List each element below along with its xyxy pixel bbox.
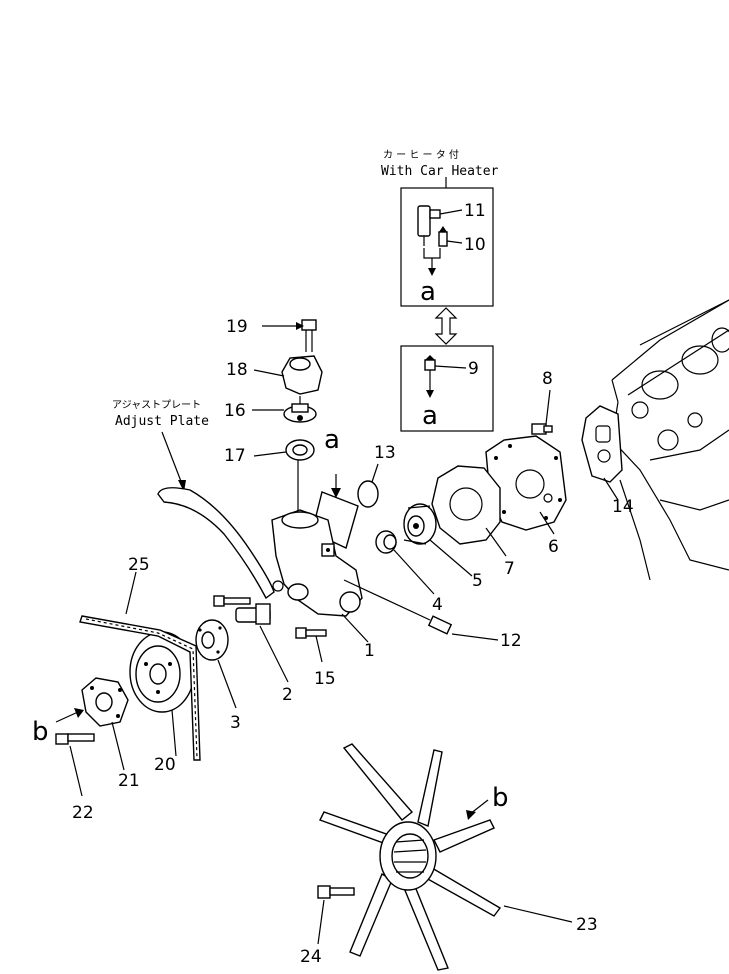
adjust-plate <box>157 487 275 600</box>
pulley-20 <box>129 631 195 713</box>
callout-15: 15 <box>314 669 336 689</box>
ref-b-fan: b <box>492 783 509 813</box>
plate-6 <box>485 435 567 531</box>
heater-valve-11 <box>417 205 441 246</box>
engine-block <box>611 299 729 581</box>
callout-20: 20 <box>154 755 176 775</box>
thermostat-16 <box>283 396 317 423</box>
callout-6: 6 <box>548 537 559 557</box>
fan-23 <box>319 743 502 971</box>
bolt-8 <box>531 423 553 435</box>
plug-9 <box>424 355 436 371</box>
callout-3: 3 <box>230 713 241 733</box>
o-ring-13 <box>357 480 379 508</box>
seal-4 <box>375 530 397 554</box>
water-pump-body-1 <box>271 509 363 617</box>
callout-16: 16 <box>224 401 246 421</box>
ref-b-spacer: b <box>32 717 49 747</box>
callout-8: 8 <box>542 369 553 389</box>
belt-25 <box>79 615 201 761</box>
adjust-plate-jp: アジャストプレート <box>112 399 201 411</box>
sensor-12 <box>427 615 453 635</box>
car-heater-jp: カ ー ヒ ー タ 付 <box>383 148 459 161</box>
impeller-5 <box>403 503 437 545</box>
callout-17: 17 <box>224 446 246 466</box>
callout-2: 2 <box>282 685 293 705</box>
callout-18: 18 <box>226 360 248 380</box>
callout-19: 19 <box>226 317 248 337</box>
callout-22: 22 <box>72 803 94 823</box>
car-heater-box-upper <box>400 187 494 307</box>
bolt-15 <box>295 627 327 639</box>
spacer-21 <box>81 677 129 727</box>
bolt-19 <box>301 319 317 352</box>
gasket-14 <box>581 405 623 483</box>
pulley-bolt <box>213 595 251 607</box>
car-heater-inset: カ ー ヒ ー タ 付 With Car Heater 11 10 a <box>381 148 499 432</box>
ref-a-lower: a <box>422 401 438 431</box>
bolt-22 <box>55 733 95 745</box>
callout-21: 21 <box>118 771 140 791</box>
callout-14: 14 <box>612 497 634 517</box>
nipple-10 <box>438 226 448 247</box>
callout-4: 4 <box>432 595 443 615</box>
callout-25: 25 <box>128 555 150 575</box>
car-heater-en: With Car Heater <box>381 164 499 179</box>
ref-a-pump: a <box>324 425 340 455</box>
car-heater-box-lower <box>400 345 494 432</box>
bolt-24 <box>317 885 355 899</box>
gasket-7 <box>431 465 501 545</box>
callout-7: 7 <box>504 559 515 579</box>
alternative-arrow <box>434 307 458 345</box>
callout-13: 13 <box>374 443 396 463</box>
callout-10: 10 <box>464 235 486 255</box>
callout-24: 24 <box>300 947 322 967</box>
callout-9: 9 <box>468 359 479 379</box>
callout-12: 12 <box>500 631 522 651</box>
callout-5: 5 <box>472 571 483 591</box>
callout-1: 1 <box>364 641 375 661</box>
ref-a-upper: a <box>420 277 436 307</box>
adjust-plate-en: Adjust Plate <box>115 414 209 429</box>
shaft-2 <box>235 603 271 625</box>
hub-3 <box>195 619 229 661</box>
thermostat-housing-18 <box>281 355 323 395</box>
seal-17 <box>285 439 315 461</box>
callout-23: 23 <box>576 915 598 935</box>
callout-11: 11 <box>464 201 486 221</box>
